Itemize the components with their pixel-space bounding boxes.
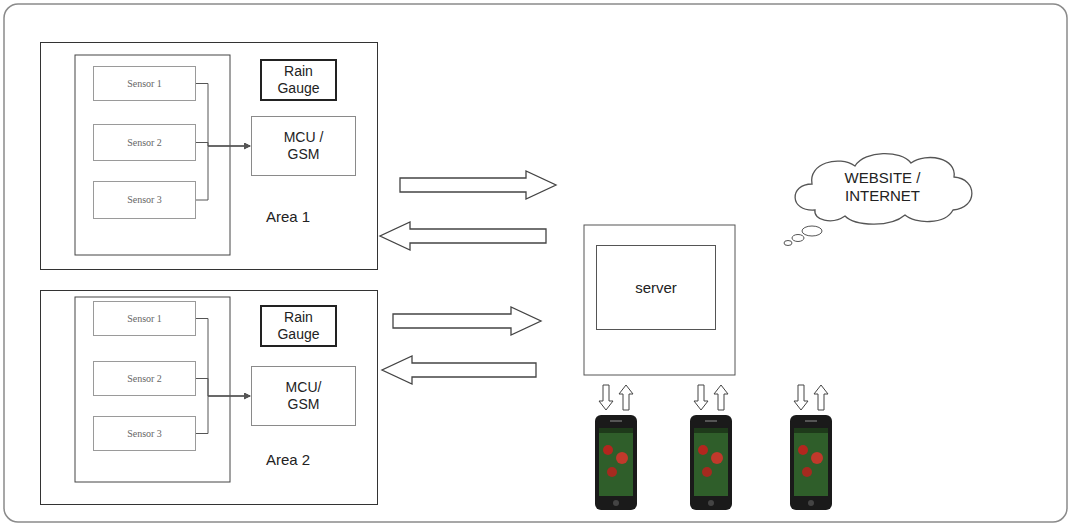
sensor-group-frame xyxy=(75,297,230,482)
node-label: Sensor 2 xyxy=(127,373,162,385)
cloud-outline-path xyxy=(795,154,972,225)
cloud-bubble xyxy=(802,226,822,236)
hollow-arrow xyxy=(400,171,556,199)
cloud-bubble xyxy=(784,241,792,246)
node-label: server xyxy=(635,279,677,297)
node-label: Sensor 3 xyxy=(127,428,162,440)
smartphone xyxy=(595,415,637,510)
block-arrow xyxy=(380,222,546,250)
cloud-bubble xyxy=(792,235,804,242)
mcu-gsm-box: MCU / GSM xyxy=(251,116,356,176)
signal-line xyxy=(196,396,250,434)
signal-line xyxy=(196,319,250,397)
sensor-box: Sensor 1 xyxy=(93,66,196,101)
block-arrow xyxy=(393,307,541,335)
node-label: Sensor 1 xyxy=(127,78,162,90)
hollow-arrow xyxy=(393,307,541,335)
smartphone xyxy=(790,415,832,510)
signal-connector xyxy=(196,84,250,147)
up-arrow xyxy=(814,385,828,410)
area-label: Area 2 xyxy=(266,451,310,469)
node-label: Sensor 2 xyxy=(127,137,162,149)
signal-line xyxy=(196,143,250,147)
node-label: WEBSITE / INTERNET xyxy=(823,169,943,205)
signal-connector xyxy=(196,146,250,200)
up-arrow xyxy=(714,385,728,410)
sensor-group-frame xyxy=(75,55,230,255)
node-label: Rain Gauge xyxy=(262,309,335,343)
area-box: Area 1 Sensor 1 Sensor 2 Sensor 3 Rain Gauge… xyxy=(40,42,378,270)
down-arrow xyxy=(794,385,808,410)
signal-connector xyxy=(196,319,250,397)
down-arrow xyxy=(599,385,613,410)
rain-gauge-box: Rain Gauge xyxy=(260,305,337,347)
hollow-arrow xyxy=(380,222,546,250)
smartphone xyxy=(690,415,732,510)
hollow-arrow xyxy=(382,356,536,384)
server-box: server xyxy=(596,245,716,330)
server-housing xyxy=(584,225,735,375)
rain-gauge-box: Rain Gauge xyxy=(260,59,337,101)
sensor-box: Sensor 3 xyxy=(93,416,196,451)
signal-line xyxy=(196,146,250,200)
down-arrow xyxy=(694,385,708,410)
area-label: Area 1 xyxy=(266,208,310,226)
up-arrow xyxy=(619,385,633,410)
mcu-gsm-box: MCU/ GSM xyxy=(251,366,356,426)
node-label: MCU/ GSM xyxy=(278,379,330,413)
node-label: Rain Gauge xyxy=(262,63,335,97)
sensor-box: Sensor 2 xyxy=(93,124,196,161)
outer-frame xyxy=(4,4,1067,522)
signal-line xyxy=(196,84,250,147)
internet-cloud: WEBSITE / INTERNET xyxy=(785,148,980,226)
sensor-box: Sensor 3 xyxy=(93,181,196,219)
sensor-box: Sensor 1 xyxy=(93,301,196,336)
node-label: MCU / GSM xyxy=(278,129,330,163)
signal-connector xyxy=(196,379,250,397)
block-arrow xyxy=(400,171,556,199)
signal-line xyxy=(196,379,250,397)
area-box: Area 2 Sensor 1 Sensor 2 Sensor 3 Rain Gauge… xyxy=(40,290,378,505)
signal-connector xyxy=(196,143,250,147)
node-label: Sensor 1 xyxy=(127,313,162,325)
sensor-box: Sensor 2 xyxy=(93,361,196,396)
signal-connector xyxy=(196,396,250,434)
block-arrow xyxy=(382,356,536,384)
node-label: Sensor 3 xyxy=(127,194,162,206)
